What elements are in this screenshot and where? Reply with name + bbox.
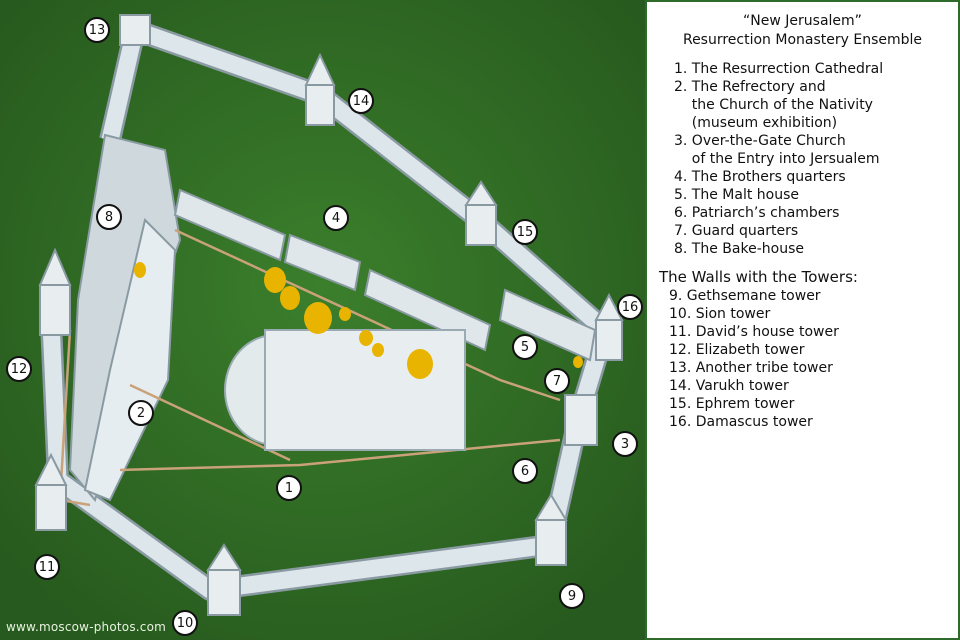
legend-item: of the Entry into Jersualem xyxy=(674,151,880,167)
map-marker-8: 8 xyxy=(96,204,122,230)
legend-item: the Church of the Nativity xyxy=(674,97,873,113)
map-marker-9: 9 xyxy=(559,583,585,609)
map-marker-12: 12 xyxy=(6,356,32,382)
map-marker-3: 3 xyxy=(612,431,638,457)
legend-item: 5. The Malt house xyxy=(674,187,800,203)
map-marker-11: 11 xyxy=(34,554,60,580)
map-marker-4: 4 xyxy=(323,205,349,231)
legend-item: 1. The Resurrection Cathedral xyxy=(674,61,884,77)
monastery-illustration xyxy=(0,0,645,640)
legend-title-line-2: Resurrection Monastery Ensemble xyxy=(682,32,923,48)
walls-heading: The Walls with the Towers: xyxy=(659,268,858,286)
legend-item: 3. Over-the-Gate Church xyxy=(674,133,846,149)
legend-item: 13. Another tribe tower xyxy=(669,360,833,376)
legend-item: (museum exhibition) xyxy=(674,115,838,131)
legend-title: “New Jerusalem” Resurrection Monastery E… xyxy=(647,12,958,50)
towers-list: 9. Gethsemane tower 10. Sion tower 11. D… xyxy=(647,287,958,431)
legend-item: 2. The Refrectory and xyxy=(674,79,826,95)
brothers-quarters xyxy=(173,188,597,362)
map-marker-2: 2 xyxy=(128,400,154,426)
outer-walls xyxy=(39,19,616,601)
watermark-text: www.moscow-photos.com xyxy=(6,620,167,634)
legend-item: 12. Elizabeth tower xyxy=(669,342,805,358)
legend-item: 9. Gethsemane tower xyxy=(669,288,821,304)
map-marker-5: 5 xyxy=(512,334,538,360)
map-marker-14: 14 xyxy=(348,88,374,114)
towers xyxy=(34,14,624,616)
legend-panel: “New Jerusalem” Resurrection Monastery E… xyxy=(645,0,960,640)
map-marker-1: 1 xyxy=(276,475,302,501)
legend-title-line-1: “New Jerusalem” xyxy=(743,13,862,29)
legend-item: 14. Varukh tower xyxy=(669,378,789,394)
map-marker-15: 15 xyxy=(512,219,538,245)
map-marker-13: 13 xyxy=(84,17,110,43)
map-marker-7: 7 xyxy=(544,368,570,394)
refectory-building xyxy=(83,218,177,502)
legend-item: 16. Damascus tower xyxy=(669,414,813,430)
map-marker-10: 10 xyxy=(172,610,198,636)
map-marker-6: 6 xyxy=(512,458,538,484)
legend-item: 7. Guard quarters xyxy=(674,223,799,239)
legend-item: 4. The Brothers quarters xyxy=(674,169,846,185)
map-marker-16: 16 xyxy=(617,294,643,320)
legend-item: 6. Patriarch’s chambers xyxy=(674,205,840,221)
legend-item: 8. The Bake-house xyxy=(674,241,804,257)
resurrection-cathedral xyxy=(134,262,583,451)
buildings-list: 1. The Resurrection Cathedral 2. The Ref… xyxy=(647,60,958,258)
legend-item: 10. Sion tower xyxy=(669,306,771,322)
legend-item: 15. Ephrem tower xyxy=(669,396,795,412)
monastery-map: 1 2 3 4 5 6 7 8 9 10 11 12 13 14 15 16 w… xyxy=(0,0,645,640)
legend-item: 11. David’s house tower xyxy=(669,324,839,340)
